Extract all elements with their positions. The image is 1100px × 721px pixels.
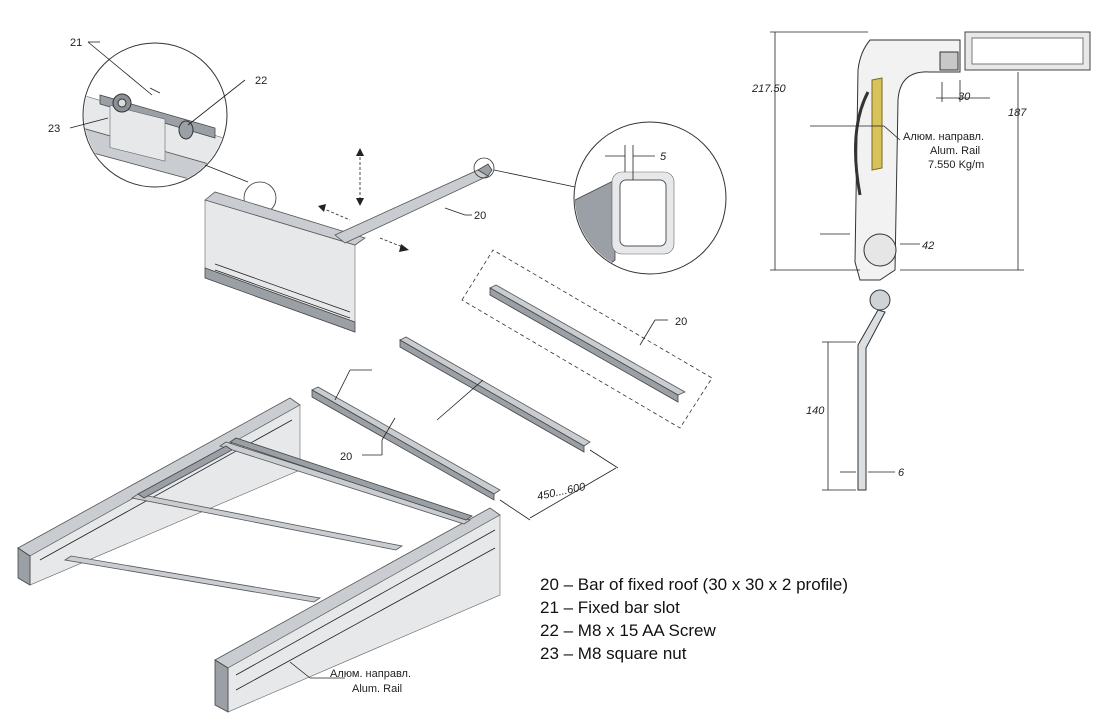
callout-20-bar: 20 — [474, 210, 486, 222]
section-rail-weight: 7.550 Kg/m — [928, 159, 984, 171]
section-rail-note-ru: Алюм. направл. — [903, 131, 984, 143]
lower-rail-note-en: Alum. Rail — [352, 683, 402, 695]
callout-22: 22 — [255, 75, 267, 87]
legend-item-23: 23 – M8 square nut — [540, 644, 687, 663]
section-rail-note-en: Alum. Rail — [930, 145, 980, 157]
parts-legend: 20 – Bar of fixed roof (30 x 30 x 2 prof… — [540, 575, 848, 663]
dim-30: 30 — [958, 91, 971, 103]
lower-rail-note-ru: Алюм. направл. — [330, 668, 411, 680]
callout-20-dashed: 20 — [675, 316, 687, 328]
dim-187: 187 — [1008, 107, 1027, 119]
roof-frame-assembly: Алюм. направл. Alum. Rail — [17, 397, 501, 713]
dim-140: 140 — [806, 405, 825, 417]
dim-6: 6 — [898, 467, 905, 479]
callout-21: 21 — [70, 37, 82, 49]
detail-circle-slot: 21 22 23 — [48, 37, 267, 188]
dim-42: 42 — [922, 240, 934, 252]
rail-cross-section: 217.50 187 30 42 Алюм. направл. Alum. Ra… — [751, 31, 1091, 491]
legend-item-20: 20 – Bar of fixed roof (30 x 30 x 2 prof… — [540, 575, 848, 594]
legend-item-21: 21 – Fixed bar slot — [540, 598, 680, 617]
leader-21 — [87, 41, 153, 96]
rail-segment-assembly: 20 — [204, 148, 581, 333]
leader-23 — [69, 117, 109, 129]
detail-circle-bar-end: 5 — [573, 121, 727, 275]
leader-22 — [187, 79, 246, 126]
dim-5: 5 — [660, 151, 667, 163]
bar-in-dashed-box: 20 — [461, 249, 713, 429]
dim-217-50: 217.50 — [751, 83, 787, 95]
callout-23: 23 — [48, 123, 60, 135]
legend-item-22: 22 – M8 x 15 AA Screw — [540, 621, 716, 640]
callout-20-lower: 20 — [340, 451, 352, 463]
